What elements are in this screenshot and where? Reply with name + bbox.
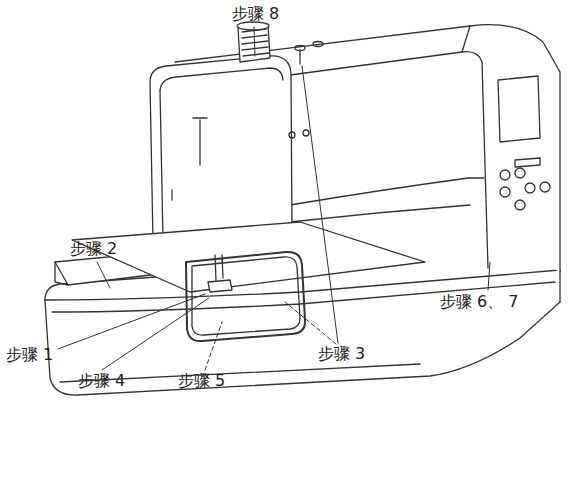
callout-label: 步骤 5 [178, 371, 225, 390]
callout-label: 步骤 3 [318, 344, 365, 363]
callout-label: 步骤 1 [6, 345, 53, 364]
callout-label: 步骤 2 [70, 239, 117, 258]
callout-label: 步骤 4 [78, 371, 125, 390]
callout-label: 步骤 8 [232, 4, 279, 23]
callout-label: 步骤 6、 7 [440, 292, 519, 311]
